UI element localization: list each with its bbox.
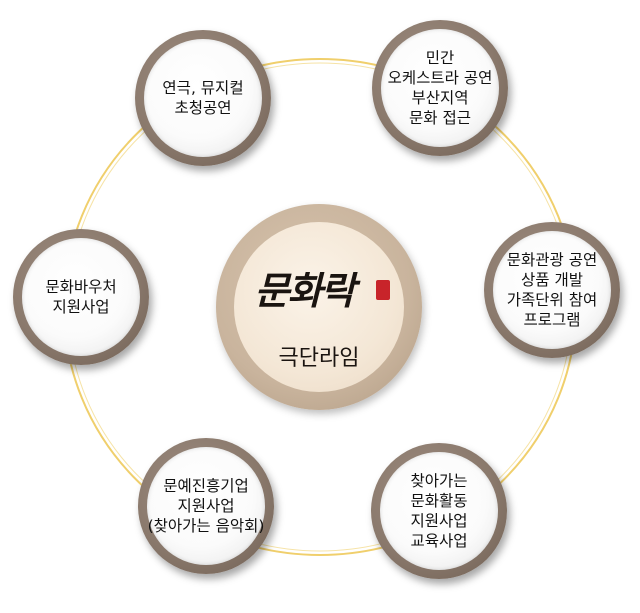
- node-line: 교육사업: [410, 532, 468, 550]
- node-line: 문화관광 공연: [506, 251, 598, 269]
- node-play-musical: 연극, 뮤지컬 초청공연: [135, 30, 271, 166]
- node-line: 문화활동: [410, 492, 468, 510]
- node-line: 부산지역: [411, 89, 469, 107]
- node-line: 지원사업: [177, 497, 235, 515]
- node-culture-voucher: 문화바우처 지원사업: [13, 229, 149, 365]
- node-line: 민간: [425, 49, 455, 67]
- node-line: (찾아가는 음악회): [147, 517, 265, 535]
- node-line: 문화바우처: [45, 278, 117, 296]
- node-culture-tourism: 문화관광 공연 상품 개발 가족단위 참여 프로그램: [484, 222, 620, 358]
- node-line: 지원사업: [410, 512, 468, 530]
- node-line: 문예진흥기업: [163, 477, 249, 495]
- node-line: 오케스트라 공연: [387, 69, 493, 87]
- node-line: 가족단위 참여: [506, 291, 598, 309]
- brand-logo: 문화락: [254, 268, 356, 313]
- node-visiting-culture: 찾아가는 문화활동 지원사업 교육사업: [371, 443, 507, 579]
- node-line: 문화 접근: [409, 109, 471, 127]
- node-line: 지원사업: [52, 298, 110, 316]
- node-line: 초청공연: [174, 99, 232, 117]
- node-line: 연극, 뮤지컬: [162, 79, 244, 97]
- node-orchestra: 민간 오케스트라 공연 부산지역 문화 접근: [372, 20, 508, 156]
- node-line: 상품 개발: [521, 271, 583, 289]
- seal-stamp-icon: [376, 280, 390, 300]
- node-arts-promotion: 문예진흥기업 지원사업 (찾아가는 음악회): [138, 438, 274, 574]
- center-label: 극단라임: [278, 346, 360, 371]
- center-badge-inner: 문화락 극단라임: [234, 222, 404, 392]
- center-badge: 문화락 극단라임: [216, 204, 422, 410]
- node-line: 찾아가는: [410, 472, 468, 490]
- node-line: 프로그램: [523, 311, 581, 329]
